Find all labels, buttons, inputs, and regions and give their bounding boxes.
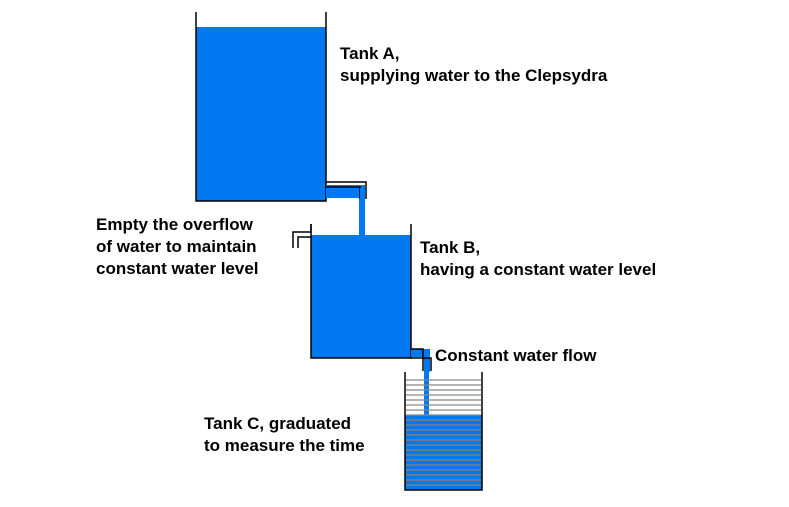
stream-b <box>424 371 429 416</box>
tank-b-label: Tank B, having a constant water level <box>420 237 656 281</box>
graduations <box>406 379 481 486</box>
tank-a <box>195 12 327 202</box>
tank-c-description: to measure the time <box>204 436 365 455</box>
flow-label: Constant water flow <box>435 346 597 365</box>
tank-c-water <box>405 415 482 490</box>
tank-c-title: Tank C, graduated <box>204 414 352 433</box>
pipe-a-to-b <box>326 181 367 235</box>
pipe-b-to-c <box>411 348 432 416</box>
tank-b-water <box>311 235 411 358</box>
tank-a-water <box>196 27 326 201</box>
overflow-line-1: Empty the overflow <box>96 215 253 234</box>
tank-a-description: supplying water to the Clepsydra <box>340 66 608 85</box>
overflow-line-3: constant water level <box>96 259 259 278</box>
tank-c <box>404 372 483 491</box>
overflow-pipe <box>292 224 312 248</box>
stream-a <box>360 188 365 235</box>
tank-a-label: Tank A, supplying water to the Clepsydra <box>340 43 607 87</box>
tank-c-label: Tank C, graduated to measure the time <box>204 413 365 457</box>
overflow-line-2: of water to maintain <box>96 237 257 256</box>
overflow-label: Empty the overflow of water to maintain … <box>96 214 259 280</box>
tank-b-description: having a constant water level <box>420 260 657 279</box>
tank-a-title: Tank A, <box>340 44 400 63</box>
tank-b-title: Tank B, <box>420 238 481 257</box>
tank-b <box>310 224 412 359</box>
